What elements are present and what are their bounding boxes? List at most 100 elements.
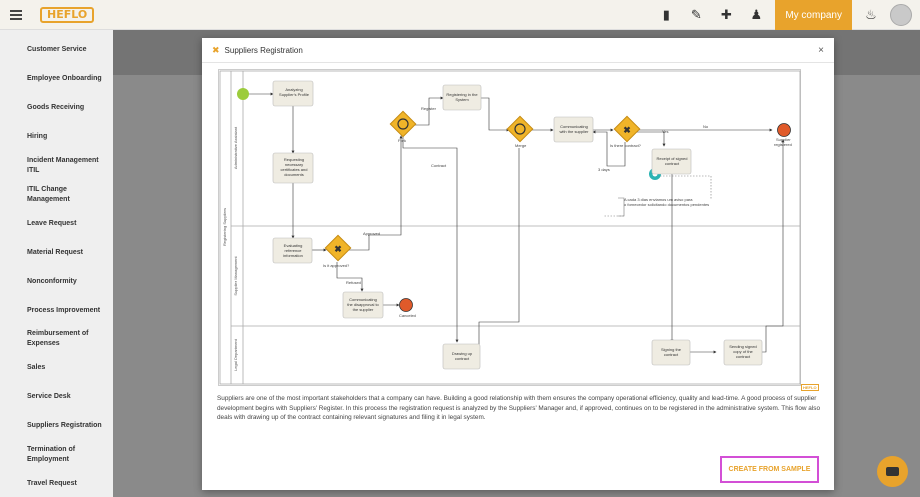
sidebar-item-itil-change[interactable]: ITIL Change Management (27, 186, 70, 203)
task-drawing-up: Drawing up contract (442, 343, 481, 370)
sidebar-item-sales[interactable]: Sales (27, 364, 46, 371)
label-is-approved: Is it approved? (323, 263, 350, 268)
svg-text:Analyzing: Analyzing (285, 87, 302, 92)
task-communicating-disapproval: Communicating the disapproval to the sup… (342, 291, 384, 319)
svg-text:o fornecedor solicitando docum: o fornecedor solicitando documentos pend… (624, 202, 709, 207)
end-event-registered (777, 123, 791, 137)
flow (349, 135, 403, 251)
task-registering: Registering in the System (442, 84, 482, 111)
svg-text:Registering in the: Registering in the (446, 92, 478, 97)
documents-icon[interactable]: ▮ (662, 7, 670, 22)
top-actions: ▮ ✎ ✚ ♟ My company ♨ (651, 0, 920, 30)
svg-text:the supplier: the supplier (353, 307, 374, 312)
task-receipt-contract: Receipt of signed contract (651, 148, 692, 175)
bpmn-diagram: Registering Suppliers Administrative Ass… (218, 69, 801, 386)
gateway-contract: ✖ (613, 115, 641, 143)
task-signing: Signing the contract (651, 339, 691, 366)
sidebar-item-customer-service[interactable]: Customer Service (27, 46, 87, 53)
add-user-icon[interactable]: ♟ (750, 7, 763, 22)
task-communicating-supplier: Communicating with the supplier (553, 116, 594, 143)
sidebar-item-service-desk[interactable]: Service Desk (27, 393, 71, 400)
pencil-icon[interactable]: ✎ (690, 7, 702, 22)
sidebar-item-nonconformity[interactable]: Nonconformity (27, 278, 77, 285)
sidebar-item-hiring[interactable]: Hiring (27, 133, 48, 140)
label-cancelled: Canceled (399, 313, 416, 318)
svg-text:contract: contract (736, 354, 751, 359)
sidebar-item-travel-request[interactable]: Travel Request (27, 480, 77, 487)
gateway-merge (506, 115, 534, 143)
label-yes: Yes (662, 129, 669, 134)
sidebar-item-suppliers-registration[interactable]: Suppliers Registration (27, 422, 102, 429)
label-fork: Fork (398, 138, 406, 143)
sidebar-item-reimbursement[interactable]: Reimbursement of Expenses (27, 330, 89, 347)
lane-label: Supplier Management (233, 256, 238, 296)
process-icon: ✖ (212, 44, 220, 55)
label-register: Register (421, 106, 437, 111)
start-event (237, 88, 249, 100)
label-no: No (703, 124, 709, 129)
modal-title: Suppliers Registration (224, 45, 303, 55)
label-is-there-contract: Is there contract? (610, 143, 642, 148)
lane-label: Administrative Assistant (233, 126, 238, 169)
flow (745, 139, 785, 353)
svg-text:Communicating: Communicating (349, 297, 377, 302)
svg-text:documents: documents (284, 172, 304, 177)
sidebar-item-incident-management[interactable]: Incident Management ITIL (27, 157, 99, 174)
sidebar-item-material-request[interactable]: Material Request (27, 249, 84, 256)
sidebar-item-leave-request[interactable]: Leave Request (27, 220, 77, 227)
label-approved: Approved (363, 231, 380, 236)
template-modal: ✖ Suppliers Registration × Registering S… (202, 38, 834, 490)
avatar[interactable] (890, 4, 912, 26)
label-supplier-registered: Supplier (776, 137, 791, 142)
svg-text:Requesting: Requesting (284, 157, 304, 162)
menu-icon[interactable] (10, 8, 22, 22)
svg-text:✖: ✖ (334, 244, 342, 254)
svg-text:copy of the: copy of the (733, 349, 753, 354)
task-requesting: Requesting necessary certificates and do… (272, 152, 314, 184)
create-from-sample-button[interactable]: CREATE FROM SAMPLE (720, 456, 819, 483)
svg-text:certificates and: certificates and (281, 167, 308, 172)
svg-text:the disapproval to: the disapproval to (347, 302, 379, 307)
svg-text:Evaluating: Evaluating (284, 243, 303, 248)
modal-header: ✖ Suppliers Registration (202, 38, 834, 63)
end-event-cancelled (399, 298, 413, 312)
pool-border (219, 70, 801, 385)
svg-text:Receipt of signed: Receipt of signed (657, 156, 688, 161)
svg-text:with the supplier: with the supplier (560, 129, 590, 134)
sidebar-item-employee-onboarding[interactable]: Employee Onboarding (27, 75, 102, 82)
gateway-approved: ✖ (324, 234, 352, 262)
pool-label: Registering Suppliers (222, 208, 227, 246)
svg-text:reference: reference (285, 248, 303, 253)
flow (592, 130, 626, 167)
flow (402, 136, 459, 343)
task-evaluating: Evaluating reference information (272, 237, 313, 264)
annotation-text: A cada 3 dias enviamos um aviso para (624, 197, 693, 202)
chat-button[interactable] (877, 456, 908, 487)
svg-text:contract: contract (664, 352, 679, 357)
sidebar-item-process-improvement[interactable]: Process Improvement (27, 307, 101, 314)
label-refused: Refused (346, 280, 361, 285)
svg-text:System: System (455, 97, 469, 102)
task-sending-copy: Sending signed copy of the contract (723, 339, 763, 366)
process-description: Suppliers are one of the most important … (217, 395, 821, 421)
lane-label: Legal Department (233, 338, 238, 371)
bpmn-canvas: Registering Suppliers Administrative Ass… (219, 70, 801, 385)
sidebar: Customer Service Employee Onboarding Goo… (0, 30, 113, 497)
top-bar: HEFLO ▮ ✎ ✚ ♟ My company ♨ (0, 0, 920, 30)
svg-text:Communicating: Communicating (560, 124, 588, 129)
svg-text:✖: ✖ (623, 125, 631, 135)
company-button[interactable]: My company (775, 0, 852, 30)
heflo-watermark: HEFLO (801, 384, 819, 391)
bell-icon[interactable]: ♨ (865, 7, 877, 22)
sidebar-item-goods-receiving[interactable]: Goods Receiving (27, 104, 85, 111)
flow (478, 148, 520, 353)
association (654, 175, 712, 200)
label-contract: Contract (431, 163, 447, 168)
close-icon[interactable]: × (818, 45, 824, 56)
chat-icon (886, 467, 899, 476)
sidebar-item-termination[interactable]: Termination of Employment (27, 446, 76, 463)
svg-text:Drawing up: Drawing up (452, 351, 473, 356)
add-circle-icon[interactable]: ✚ (720, 7, 732, 22)
heflo-logo[interactable]: HEFLO (40, 6, 95, 23)
task-analyzing: Analyzing Supplier's Profile (272, 80, 314, 107)
